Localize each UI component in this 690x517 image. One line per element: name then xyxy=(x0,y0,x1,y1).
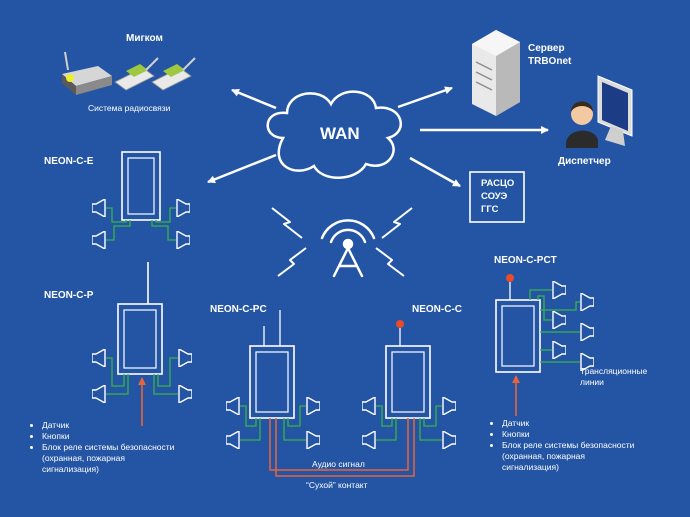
neon-c-c-device xyxy=(362,320,456,449)
neon-c-p-label: NEON-C-P xyxy=(44,290,94,301)
radio-tower-icon xyxy=(320,219,376,278)
dry-contact-link xyxy=(275,418,415,477)
audio-signal-label: Аудио сигнал xyxy=(312,459,365,469)
dry-contact-label: “Сухой” контакт xyxy=(306,480,368,490)
beacon-light xyxy=(506,274,514,282)
list-item: Датчик xyxy=(42,420,174,431)
wan-label: WAN xyxy=(320,124,360,143)
neon-c-pct-device xyxy=(495,274,594,416)
wan-cloud xyxy=(266,90,402,179)
list-item: Блок реле системы безопасности xyxy=(42,442,174,453)
arrow-to-server xyxy=(397,86,453,109)
handheld-radio-icon-2 xyxy=(151,57,196,91)
neon-c-pc-device xyxy=(226,310,320,449)
broadcast-lines-label-line1: Трансляционные xyxy=(580,366,648,376)
neon-c-pct-label: NEON-C-PCT xyxy=(494,255,557,266)
wan-arrows xyxy=(207,86,549,188)
router-icon xyxy=(62,51,112,95)
beacon-light xyxy=(396,320,404,328)
migkom-label: Мигком xyxy=(126,33,163,44)
arrow-to-neon-c-e xyxy=(207,153,277,184)
arrow-to-radio-system xyxy=(231,88,277,110)
right-inputs-list: Датчик Кнопки Блок реле системы безопасн… xyxy=(490,418,634,473)
server-label-line2: TRBOnet xyxy=(528,56,572,67)
neon-c-c-label: NEON-C-C xyxy=(412,304,462,315)
server-icon xyxy=(472,30,520,116)
list-item: (охранная, пожарная xyxy=(42,453,126,463)
left-inputs-list: Датчик Кнопки Блок реле системы безопасн… xyxy=(30,420,174,475)
orange-links xyxy=(269,418,415,477)
rasco-label-line3: ГГС xyxy=(481,204,499,215)
handheld-radio-icon-1 xyxy=(114,57,159,91)
list-item: Кнопки xyxy=(42,431,174,442)
rasco-label-line2: СОУЭ xyxy=(481,191,508,202)
rasco-label-line1: РАСЦО xyxy=(481,178,515,189)
list-item: сигнализация) xyxy=(502,462,559,472)
list-item: Датчик xyxy=(502,418,634,429)
neon-c-pc-label: NEON-C-PC xyxy=(210,304,267,315)
server-label-line1: Сервер xyxy=(528,43,565,54)
radio-system-label: Система радиосвязи xyxy=(88,103,171,113)
arrow-to-rasco xyxy=(409,156,461,188)
list-item: Кнопки xyxy=(502,429,634,440)
dispatcher-label: Диспетчер xyxy=(558,156,611,167)
list-item: (охранная, пожарная xyxy=(502,451,586,461)
list-item: сигнализация) xyxy=(42,464,99,474)
neon-c-e-device xyxy=(92,151,190,249)
rasco-box xyxy=(469,171,525,223)
audio-signal-link xyxy=(269,418,409,471)
lightning-icons xyxy=(271,207,413,277)
neon-c-e-label: NEON-C-E xyxy=(44,156,94,167)
broadcast-lines-label-line2: линии xyxy=(580,377,604,387)
list-item: Блок реле системы безопасности xyxy=(502,440,634,451)
dispatcher-icon xyxy=(566,75,633,148)
neon-c-p-device xyxy=(92,262,192,426)
